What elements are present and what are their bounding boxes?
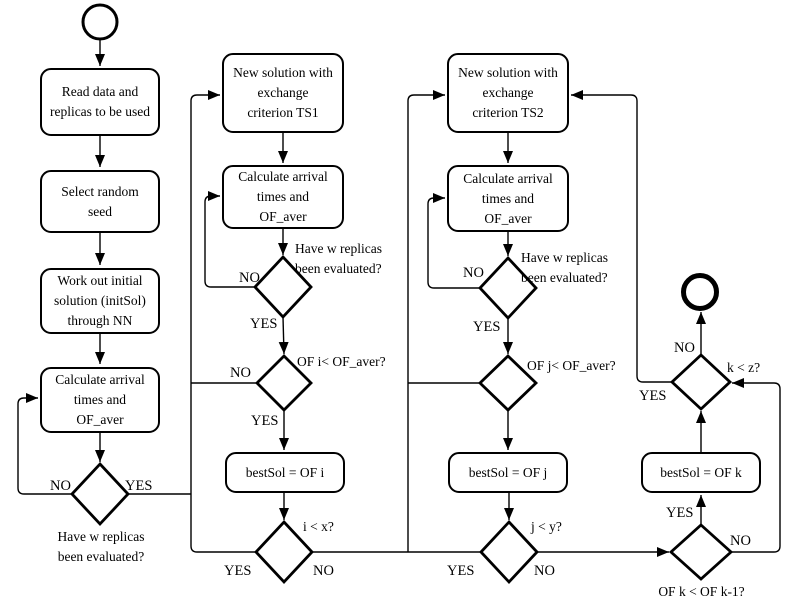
label-no-w-replicas-3: NO <box>463 265 484 281</box>
label-no-j-y: NO <box>534 563 555 579</box>
label-no-w-replicas-1: NO <box>50 478 71 494</box>
node-new-solution-ts2: New solution with exchange criterion TS2 <box>447 53 569 133</box>
label-no-of-i: NO <box>230 365 251 381</box>
label-no-i-x: NO <box>313 563 334 579</box>
decision-w-replicas-1 <box>70 461 130 527</box>
question-w-replicas-2: Have w replicas been evaluated? <box>295 241 382 276</box>
decision-i-x <box>254 519 314 585</box>
end-circle <box>681 273 719 311</box>
label-yes-w-replicas-1: YES <box>125 478 153 494</box>
question-k-z: k < z? <box>727 360 761 375</box>
decision-k-z <box>669 353 733 411</box>
node-initial-solution: Work out initial solution (initSol) thro… <box>40 268 160 334</box>
label-no-k-z: NO <box>674 340 695 356</box>
label-no-w-replicas-2: NO <box>239 270 260 286</box>
edge-trunk-ts2 <box>407 90 445 552</box>
decision-of-i <box>255 354 313 412</box>
node-calc-arrival-1: Calculate arrival times and OF_aver <box>40 367 160 433</box>
edge-ofk-no-riser <box>731 378 781 553</box>
edge-w1-no-loop <box>17 393 72 495</box>
label-yes-w-replicas-3: YES <box>473 319 501 335</box>
decision-of-k <box>668 523 734 581</box>
start-circle <box>81 3 119 41</box>
question-of-j: OF j< OF_aver? <box>527 358 616 373</box>
node-best-sol-i: bestSol = OF i <box>225 452 345 493</box>
edge-kz-yes-riser <box>571 90 672 383</box>
node-select-seed: Select random seed <box>40 170 160 233</box>
node-best-sol-k: bestSol = OF k <box>641 452 761 493</box>
edge-w2-yes <box>278 316 289 355</box>
decision-j-y <box>479 519 539 585</box>
node-best-sol-j: bestSol = OF j <box>448 452 568 493</box>
label-yes-of-k: YES <box>666 505 694 521</box>
node-read-data: Read data and replicas to be used <box>40 68 160 136</box>
question-of-k: OF k < OF k-1? <box>658 584 745 599</box>
label-yes-i-x: YES <box>224 563 252 579</box>
edge-w2-no-loop <box>204 191 255 288</box>
question-i-x: i < x? <box>303 519 334 534</box>
node-calc-arrival-2: Calculate arrival times and OF_aver <box>222 165 344 229</box>
edge-trunk-ts1 <box>190 90 256 553</box>
question-w-replicas-1: Have w replicas been evaluated? <box>57 529 145 564</box>
decision-w-replicas-2 <box>253 254 313 320</box>
node-new-solution-ts1: New solution with exchange criterion TS1 <box>222 53 344 133</box>
label-yes-j-y: YES <box>447 563 475 579</box>
question-j-y: j < y? <box>531 519 562 534</box>
question-of-i: OF i< OF_aver? <box>297 354 386 369</box>
decision-of-j <box>477 354 539 412</box>
question-w-replicas-3: Have w replicas been evaluated? <box>521 250 608 285</box>
label-yes-w-replicas-2: YES <box>250 316 278 332</box>
edge-w3-no-loop <box>427 193 480 289</box>
label-no-of-k: NO <box>730 533 751 549</box>
decision-w-replicas-3 <box>478 255 538 321</box>
label-yes-k-z: YES <box>639 388 667 404</box>
label-yes-of-i: YES <box>251 413 279 429</box>
node-calc-arrival-3: Calculate arrival times and OF_aver <box>447 165 569 232</box>
